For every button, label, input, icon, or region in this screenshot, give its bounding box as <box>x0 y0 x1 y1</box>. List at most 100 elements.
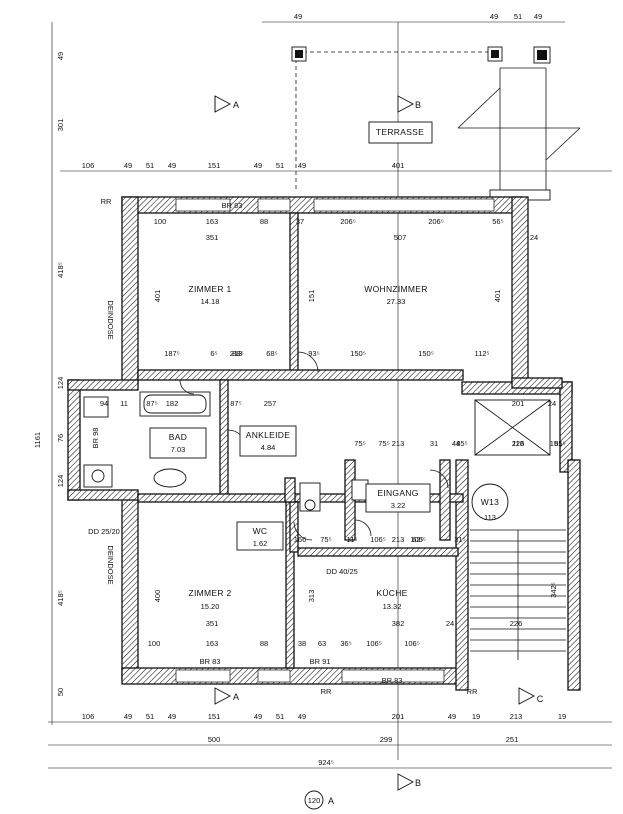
dim-entry-0: 75⁵ <box>354 439 365 448</box>
section-a-bottom-label: A <box>233 692 239 702</box>
dim-entry-3: 44 <box>452 439 460 448</box>
dim-entry-8: 226 <box>512 439 525 448</box>
dim-z1-top-0: 100 <box>154 217 167 226</box>
dim-bad-2: 87⁵ <box>146 399 157 408</box>
dim-entry-2: 31 <box>430 439 438 448</box>
dim-left-0: 49 <box>56 52 65 60</box>
dimension-lines <box>48 21 612 769</box>
dim-mid-2: 88⁵ <box>232 349 243 358</box>
dim-upper-0: 106 <box>82 161 95 170</box>
dim-left-total: 1161 <box>33 432 42 448</box>
dim-bad-7: 24 <box>548 399 556 408</box>
dim-z1-side-2: 401 <box>493 290 502 303</box>
br98: BR 98 <box>91 428 100 449</box>
dim-bottom-4: 151 <box>208 712 221 721</box>
dim-z1-top-1: 163 <box>206 217 219 226</box>
dim-z1-inner-1: 507 <box>394 233 407 242</box>
wc-label: WC <box>253 526 268 536</box>
deindose-top: DEINDOSE <box>106 300 115 339</box>
dim-lower-mid-2: 11⁵ <box>347 535 358 544</box>
rr-bottom-right: RR <box>467 687 478 696</box>
dim-upper-7: 49 <box>298 161 306 170</box>
dim-z1-top-5: 206⁵ <box>428 217 444 226</box>
wohnzimmer-area: 27.33 <box>387 297 406 306</box>
dim-bad-6: 201 <box>512 399 525 408</box>
dim-lower-mid-3: 213 <box>392 535 405 544</box>
room-labels: TERRASSE ZIMMER 1 14.18 WOHNZIMMER 27.33… <box>149 127 509 611</box>
terrace <box>291 46 581 201</box>
dim-z1-inner-2: 24 <box>530 233 538 242</box>
w13-area: 113 <box>484 513 496 522</box>
dim-z2-inner-0: 351 <box>206 619 219 628</box>
dim-mid-3: 68⁵ <box>266 349 277 358</box>
dim-bad-1: 11 <box>120 399 128 408</box>
dim-bottom-3: 49 <box>168 712 176 721</box>
dim-left-7: 50 <box>56 688 65 696</box>
page-number-value: 120 <box>308 796 321 805</box>
dim-lower-mid-1: 75⁵ <box>320 535 331 544</box>
dd-4025: DD 40/25 <box>326 567 358 576</box>
dim-left-3: 124 <box>56 377 65 390</box>
terrasse-label: TERRASSE <box>376 127 424 137</box>
dim-left-5: 124 <box>56 475 65 488</box>
dim-entry-1: 75⁵ <box>378 439 389 448</box>
dim-bottom-8: 201 <box>392 712 405 721</box>
bad-area: 7.03 <box>171 445 186 454</box>
dim-bad-0: 94 <box>100 399 108 408</box>
zimmer2-area: 15.20 <box>201 602 220 611</box>
page-number: 120 A <box>304 790 334 810</box>
dim-left-2: 418⁵ <box>56 262 65 278</box>
dim-left-4: 76 <box>56 434 65 442</box>
dim-upper-5: 49 <box>254 161 262 170</box>
dim-z2-bottom-6: 106⁵ <box>366 639 382 648</box>
dim-mid-6: 150⁵ <box>418 349 434 358</box>
dim-bottom-6: 51 <box>276 712 284 721</box>
dim-entry-5: 85⁵ <box>456 439 467 448</box>
dim-z2-side-1: 313 <box>307 590 316 603</box>
dim-upper-6: 51 <box>276 161 284 170</box>
dim-bottom-11: 213 <box>510 712 523 721</box>
dim-lower-mid-4: 62⁵ <box>412 535 423 544</box>
dim-bottom-1: 49 <box>124 712 132 721</box>
section-b-bottom-label: B <box>415 778 421 788</box>
kueche-label: KÜCHE <box>376 588 407 598</box>
dim-z1-top-2: 88 <box>260 217 268 226</box>
dim-bottom-9: 49 <box>448 712 456 721</box>
br83-bottom-right: BR 83 <box>382 676 403 685</box>
kueche-area: 13.32 <box>383 602 402 611</box>
dim-entry-9: 151 <box>550 439 563 448</box>
section-b-top-label: B <box>415 100 421 110</box>
dim-bottom-10: 19 <box>472 712 480 721</box>
zimmer1-label: ZIMMER 1 <box>188 284 231 294</box>
dim-z2-inner-1: 382 <box>392 619 405 628</box>
dd-2520: DD 25/20 <box>88 527 120 536</box>
dim-upper-2: 51 <box>146 161 154 170</box>
dim-mid-4: 93⁵ <box>308 349 319 358</box>
br83-top: BR 83 <box>222 201 243 210</box>
bad-label: BAD <box>169 432 187 442</box>
dim-entry-7: 85⁵ <box>554 439 565 448</box>
dim-z2-bottom-4: 63 <box>318 639 326 648</box>
dim-z2-bottom-2: 88 <box>260 639 268 648</box>
dim-z2-bottom-5: 36⁵ <box>340 639 351 648</box>
dim-lower-mid-6: 106⁵ <box>410 535 426 544</box>
dim-upper-3: 49 <box>168 161 176 170</box>
dim-top-0: 49 <box>294 12 302 21</box>
dim-mid-5: 150⁵ <box>350 349 366 358</box>
section-a-top-label: A <box>233 100 239 110</box>
dim-z2-bottom-1: 163 <box>206 639 219 648</box>
staircase <box>470 529 566 660</box>
dim-bottom-0: 106 <box>82 712 95 721</box>
dim-top-2: 51 <box>514 12 522 21</box>
dim-z2-inner-3: 226 <box>510 619 523 628</box>
dim-top-3: 49 <box>534 12 542 21</box>
dim-total: 924⁵ <box>318 758 334 767</box>
dim-top-1: 49 <box>490 12 498 21</box>
eingang-label: EINGANG <box>377 488 418 498</box>
dim-z2-inner-2: 24 <box>446 619 454 628</box>
dim-bottom-12: 19 <box>558 712 566 721</box>
ankleide-label: ANKLEIDE <box>246 430 290 440</box>
dim-bad-4: 87⁵ <box>230 399 241 408</box>
dim-bottom-7: 49 <box>298 712 306 721</box>
